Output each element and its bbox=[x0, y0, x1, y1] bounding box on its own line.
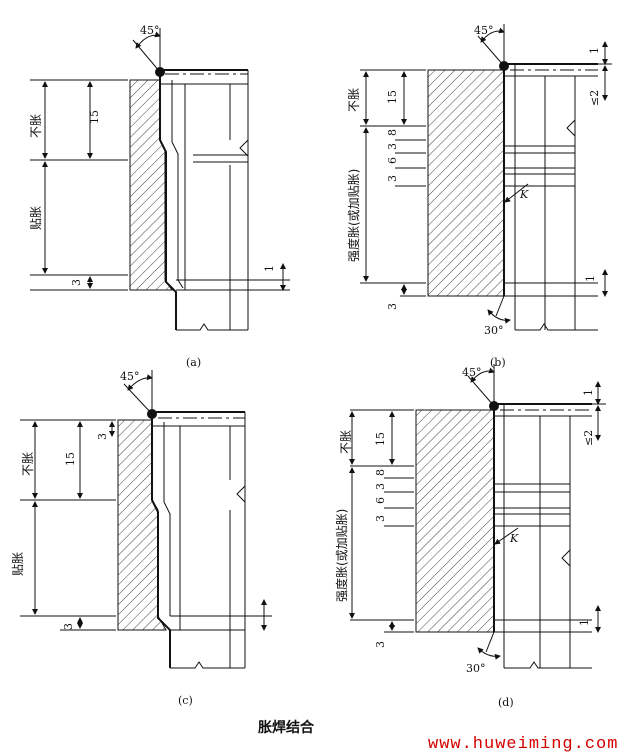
panel-d: 45° 15 不胀 强度胀(或加贴胀) 8 3 6 3 3 1 ≤2 1 K 3… bbox=[334, 364, 606, 709]
watermark: www.huweiming.com bbox=[428, 735, 618, 754]
panel-a: 45° 15 不胀 贴胀 3 1 (a) bbox=[29, 24, 290, 369]
angle-45-b: 45° bbox=[474, 24, 494, 37]
tube-plate-d bbox=[415, 409, 495, 633]
dim-1-bottom-b: 1 bbox=[584, 275, 597, 282]
dim-le2-b: ≤2 bbox=[588, 90, 601, 106]
dim-3-b: 3 bbox=[386, 143, 399, 150]
dim-8-b: 8 bbox=[386, 129, 399, 136]
zone-no-expand-b: 不胀 bbox=[347, 88, 361, 112]
dim-15-d: 15 bbox=[374, 432, 387, 446]
tube-wall-a bbox=[159, 70, 177, 330]
angle-30-b: 30° bbox=[484, 324, 504, 337]
panel-c: 45° 15 不胀 贴胀 3 3 (c) bbox=[11, 370, 272, 707]
zone-stick-expand-c: 贴胀 bbox=[11, 552, 25, 576]
dim-le2-d: ≤2 bbox=[582, 430, 595, 446]
zone-no-expand-a: 不胀 bbox=[29, 114, 43, 138]
dim-15-c: 15 bbox=[64, 452, 77, 466]
zone-stick-expand-a: 贴胀 bbox=[29, 206, 43, 230]
angle-45-a: 45° bbox=[140, 24, 160, 37]
dim-15-b: 15 bbox=[386, 90, 399, 104]
dim-3-bottom-b: 3 bbox=[386, 303, 399, 310]
angle-30-d: 30° bbox=[466, 662, 486, 675]
panel-b: 45° 15 不胀 强度胀(或加贴胀) 8 3 6 3 3 1 ≤2 1 K bbox=[346, 24, 612, 369]
dim-6-b: 6 bbox=[386, 157, 399, 164]
dim-1-bottom-d: 1 bbox=[578, 619, 591, 626]
figure-caption: 胀焊结合 bbox=[258, 719, 315, 736]
dim-8-d: 8 bbox=[374, 469, 387, 476]
dim-6-d: 6 bbox=[374, 497, 387, 504]
angle-45-c: 45° bbox=[120, 370, 140, 383]
panel-label-a: (a) bbox=[186, 356, 201, 369]
dim-3-inner-c: 3 bbox=[96, 433, 109, 440]
dim-3-bottom-d: 3 bbox=[374, 641, 387, 648]
panel-label-b: (b) bbox=[490, 356, 506, 369]
dim-3-c: 3 bbox=[62, 623, 75, 630]
zone-no-expand-d: 不胀 bbox=[339, 430, 353, 454]
zone-no-expand-c: 不胀 bbox=[21, 452, 35, 476]
zone-strength-expand-b: 强度胀(或加贴胀) bbox=[346, 169, 361, 262]
weld-k-d: K bbox=[509, 532, 519, 545]
dim-15-a: 15 bbox=[88, 110, 101, 124]
panel-label-d: (d) bbox=[498, 696, 514, 709]
panel-label-c: (c) bbox=[178, 694, 193, 707]
dim-1-top-d: 1 bbox=[582, 389, 595, 396]
dim-3-a: 3 bbox=[70, 279, 83, 286]
dim-3-d: 3 bbox=[374, 483, 387, 490]
tube-plate-b bbox=[427, 69, 505, 297]
zone-strength-expand-d: 强度胀(或加贴胀) bbox=[334, 509, 349, 602]
dim-1-top-b: 1 bbox=[588, 47, 601, 54]
dim-3b-d: 3 bbox=[374, 515, 387, 522]
dim-3b-b: 3 bbox=[386, 175, 399, 182]
weld-k-b: K bbox=[519, 188, 529, 201]
dim-1-a: 1 bbox=[263, 265, 276, 272]
angle-45-d: 45° bbox=[462, 366, 482, 379]
